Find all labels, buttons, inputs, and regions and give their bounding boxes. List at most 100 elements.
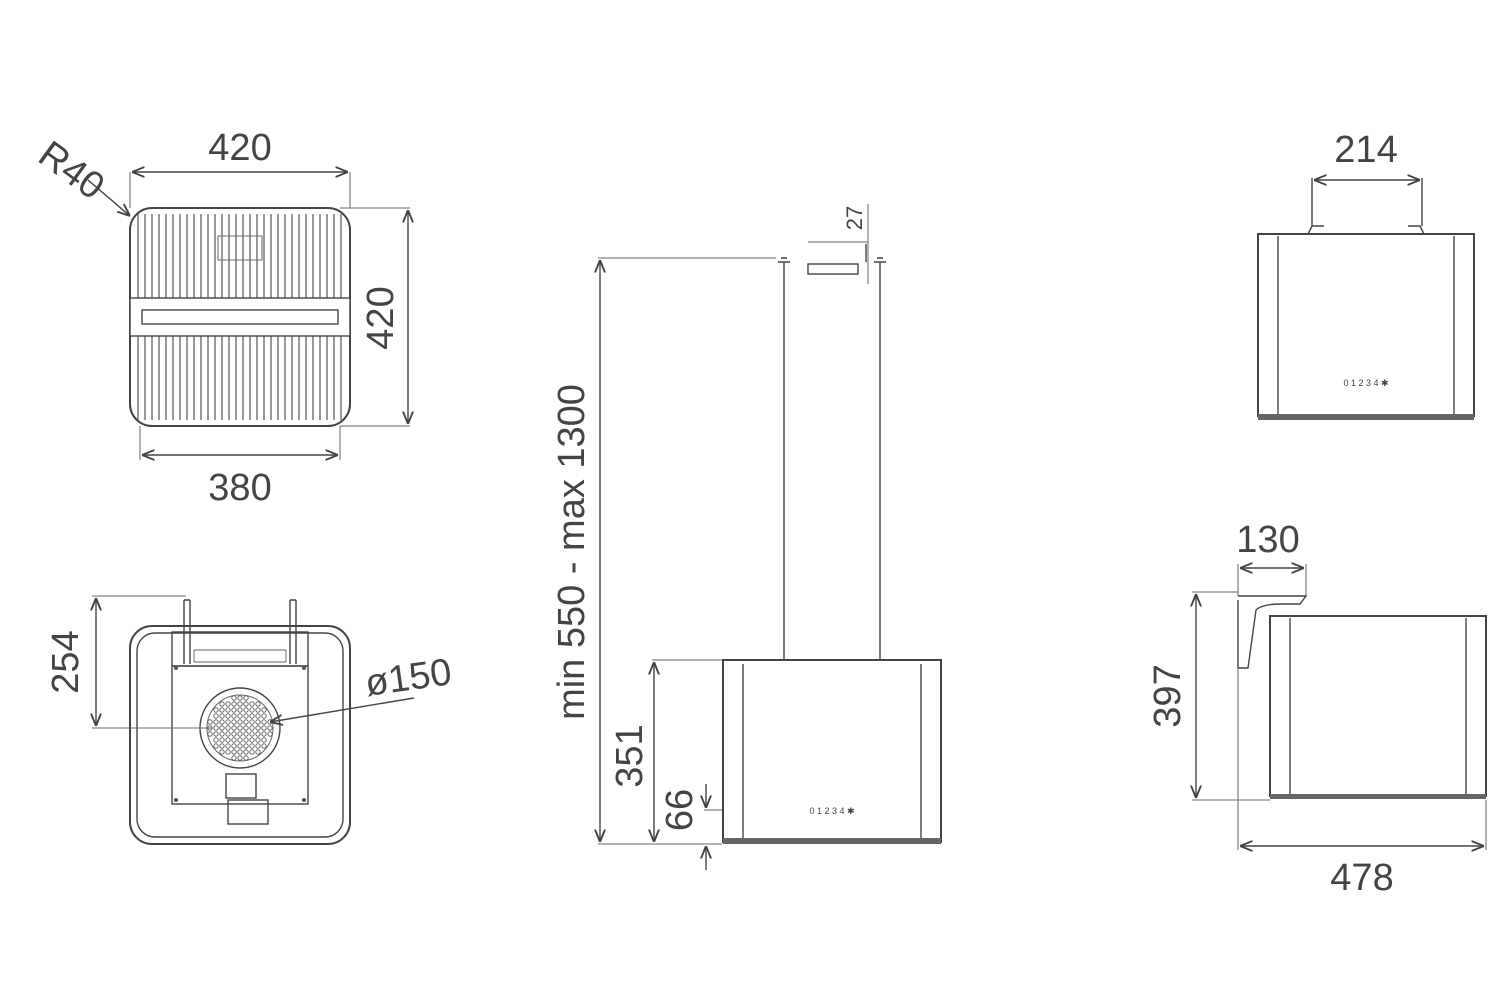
mesh-hole [231,725,237,731]
bottom-view-bracket-slot [193,649,287,663]
mesh-hole [249,737,255,743]
mesh-hole [255,713,261,719]
mesh-hole [237,713,243,719]
side2-wall-bracket [1237,595,1308,669]
mesh-hole [267,731,273,737]
bottom-view-bracket-plate [171,631,309,667]
screw-hole [302,666,306,670]
mesh-hole [237,737,243,743]
side-view: 0 1 2 3 4 ✱ 214 [1257,129,1475,420]
mesh-hole [261,731,267,737]
front-hood-body [722,659,942,843]
bottom-view: 254 ø150 [45,595,455,845]
bottom-view-inner-outline [136,632,344,838]
mesh-hole [243,719,249,725]
mesh-hole [243,713,249,719]
mesh-hole [249,707,255,713]
mesh-hole [231,749,237,755]
mesh-hole [213,743,219,749]
bottom-view-mount-plate [171,665,309,805]
mesh-hole [219,743,225,749]
radius-label: R40 [31,133,112,208]
mesh-hole [237,731,243,737]
mesh-hole [225,731,231,737]
side2-hood-body [1269,615,1487,797]
mesh-hole [243,707,249,713]
mesh-hole [243,731,249,737]
mesh-hole [243,695,249,701]
mesh-hole [261,725,267,731]
mesh-hole [261,719,267,725]
top-view-light-strip [141,309,339,325]
mesh-hole [219,713,225,719]
mesh-hole [231,701,237,707]
side-view-2: 130 397 478 [1147,519,1487,899]
side-hood-filter-band [1258,414,1474,420]
mesh-hole [249,701,255,707]
mesh-hole [225,719,231,725]
side2-height-label: 397 [1147,664,1189,727]
mesh-hole [237,707,243,713]
mesh-hole [249,713,255,719]
bottom-view-electronics-box [225,773,257,799]
outlet-mesh [207,695,273,761]
mesh-hole [225,707,231,713]
mesh-hole [231,737,237,743]
ceiling-bracket [807,263,859,275]
mesh-hole [219,749,225,755]
mesh-hole [213,725,219,731]
radius-leader-line [87,179,130,216]
top-view-motor-block [217,235,263,261]
mesh-hole [243,701,249,707]
mesh-hole [231,707,237,713]
mesh-hole [255,737,261,743]
side-bracket-label: 214 [1334,129,1397,171]
mesh-hole [261,743,267,749]
top-inner-width-label: 380 [208,467,271,509]
side-hood-body [1257,233,1475,417]
mesh-hole [261,737,267,743]
suspension-label: min 550 - max 1300 [551,384,593,720]
mesh-hole [261,713,267,719]
mesh-hole [255,719,261,725]
top-view-grill-upper [137,214,342,298]
mesh-hole [213,737,219,743]
mesh-hole [231,695,237,701]
mesh-hole [243,743,249,749]
side2-bracket-label: 130 [1236,519,1299,561]
side-bracket [1307,178,1425,235]
top-view-grill-lower [137,336,342,420]
bottom-view-connector-box [227,799,269,825]
mesh-hole [249,725,255,731]
mesh-hole [219,731,225,737]
mesh-hole [243,725,249,731]
mesh-hole [207,731,213,737]
mesh-hole [219,725,225,731]
panel-height-label: 66 [659,789,701,831]
mesh-hole [213,719,219,725]
mesh-hole [231,713,237,719]
mesh-hole [225,701,231,707]
mesh-hole [237,749,243,755]
mesh-hole [207,719,213,725]
mesh-hole [225,737,231,743]
mesh-hole [249,731,255,737]
mesh-hole [237,695,243,701]
screw-hole [174,798,178,802]
cable-anchors [778,257,886,263]
mesh-hole [249,749,255,755]
mesh-hole [255,743,261,749]
mesh-hole [243,749,249,755]
mesh-hole [219,737,225,743]
mesh-hole [213,707,219,713]
outlet-diameter-label: ø150 [363,651,455,705]
mesh-hole [255,725,261,731]
bracket-height-label: 27 [842,206,867,230]
mesh-hole [237,725,243,731]
side2-hood-filter-band [1270,794,1486,799]
screw-hole [174,666,178,670]
side2-depth-label: 478 [1330,857,1393,899]
mesh-hole [231,731,237,737]
mesh-hole [255,701,261,707]
